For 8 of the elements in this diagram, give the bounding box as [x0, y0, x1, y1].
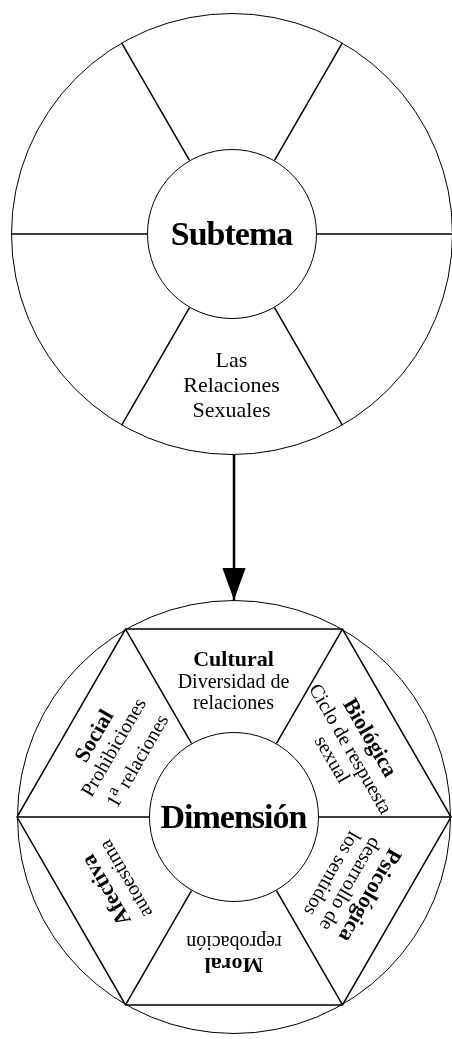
sector-text: Diversidad de relaciones [176, 670, 291, 713]
sector-heading: Cultural [192, 646, 275, 671]
arrow [222, 455, 246, 600]
sector-label: Las Relaciones Sexuales [182, 346, 281, 421]
center-title: Subtema [170, 214, 293, 253]
sector-text: reprobación [184, 931, 283, 952]
center-title: Dimensión [160, 797, 307, 836]
sector-heading: Moral [203, 952, 264, 976]
